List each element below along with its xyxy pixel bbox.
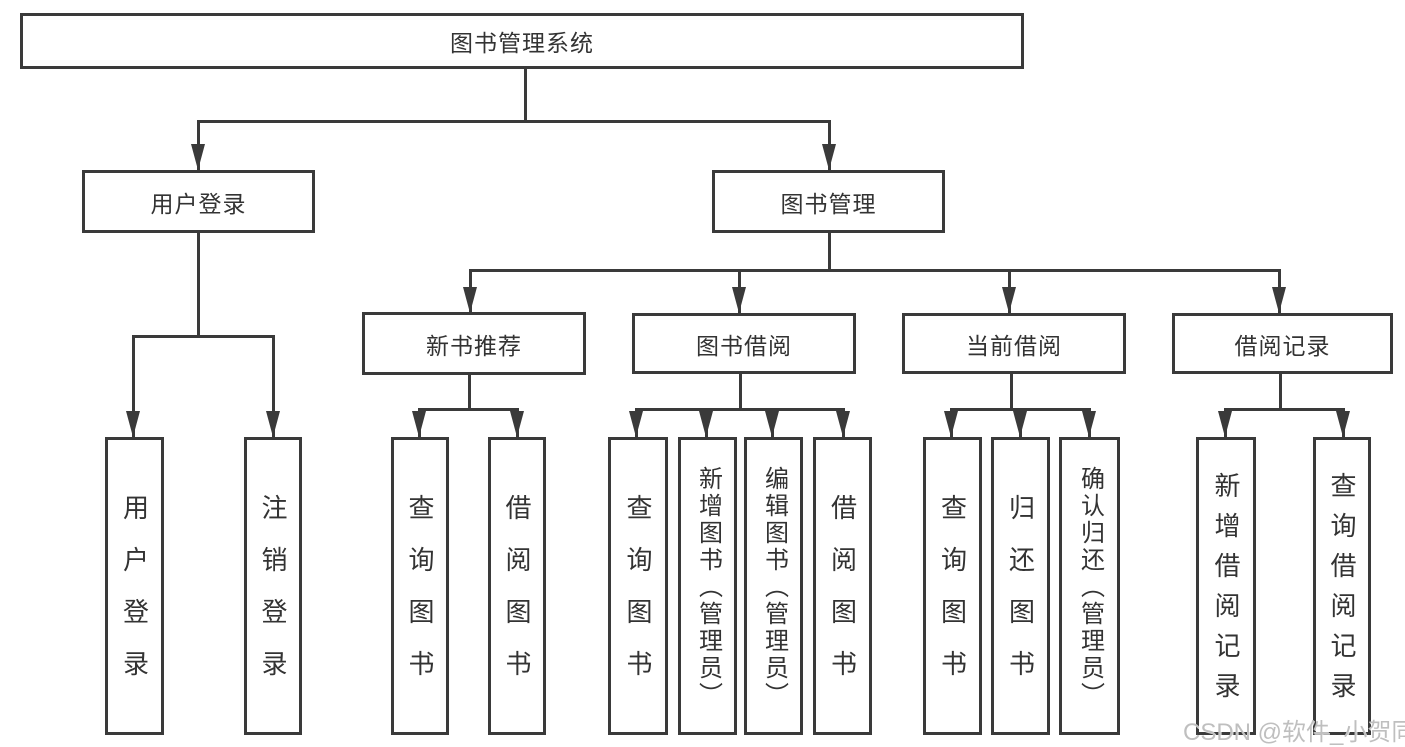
leaf-current-query-label: 查询图书: [937, 494, 968, 702]
leaf-borrow-query-label: 查询图书: [623, 494, 653, 702]
node-current-borrow-label: 当前借阅: [966, 332, 1062, 359]
connector-borrowrecords-horizontal: [1224, 408, 1345, 411]
arrowhead-login-leaf: [126, 411, 140, 437]
arrowhead-borrow-records: [1272, 287, 1286, 313]
arrowhead-current-borrow: [1002, 287, 1016, 313]
arrowhead-logout-leaf: [266, 411, 280, 437]
arrowhead-c3: [765, 411, 779, 437]
leaf-current-confirm: 确认归还（管理员）: [1059, 437, 1120, 735]
leaf-borrow-add-label: 新增图书（管理员）: [694, 466, 722, 709]
leaf-user-login: 用户登录: [105, 437, 164, 735]
leaf-current-return-label: 归还图书: [1005, 494, 1036, 702]
node-root-label: 图书管理系统: [450, 30, 594, 56]
leaf-newbooks-borrow-label: 借阅图书: [502, 494, 532, 702]
arrowhead-d1: [944, 411, 958, 437]
connector-newbooks-stem: [468, 374, 471, 410]
node-user-login-label: 用户登录: [150, 190, 247, 217]
leaf-current-confirm-label: 确认归还（管理员）: [1076, 466, 1104, 709]
connector-drop-logout-leaf: [272, 335, 275, 437]
leaf-records-query-label: 查询借阅记录: [1327, 472, 1357, 712]
arrowhead-b1: [412, 411, 426, 437]
arrowhead-c4: [836, 411, 850, 437]
arrowhead-d2: [1013, 411, 1027, 437]
arrowhead-c2: [699, 411, 713, 437]
connector-bookmgmt-stem: [828, 233, 831, 271]
connector-userlogin-stem: [197, 233, 200, 337]
leaf-borrow-borrow: 借阅图书: [813, 437, 872, 735]
connector-root-stem: [524, 69, 527, 122]
arrowhead-c1: [629, 411, 643, 437]
leaf-current-query: 查询图书: [923, 437, 982, 735]
connector-bookborrow-stem: [739, 374, 742, 410]
watermark: CSDN @软件_小贺同学: [1183, 719, 1405, 746]
connector-borrowrecords-stem: [1279, 374, 1282, 410]
connector-userlogin-horizontal: [132, 335, 275, 338]
leaf-records-add: 新增借阅记录: [1196, 437, 1256, 735]
connector-bookborrow-horizontal: [635, 408, 845, 411]
leaf-records-query: 查询借阅记录: [1313, 437, 1371, 735]
leaf-borrow-edit: 编辑图书（管理员）: [744, 437, 803, 735]
node-new-books: 新书推荐: [362, 312, 586, 375]
arrowhead-book-borrow: [732, 287, 746, 313]
node-new-books-label: 新书推荐: [426, 332, 522, 359]
node-borrow-records-label: 借阅记录: [1234, 332, 1331, 359]
connector-newbooks-horizontal: [418, 408, 519, 411]
arrowhead-d3: [1082, 411, 1096, 437]
leaf-user-login-label: 用户登录: [119, 494, 150, 702]
connector-drop-login-leaf: [132, 335, 135, 437]
node-current-borrow: 当前借阅: [902, 313, 1126, 374]
arrowhead-b2: [510, 411, 524, 437]
connector-bookmgmt-horizontal: [469, 269, 1281, 272]
leaf-records-add-label: 新增借阅记录: [1211, 472, 1241, 712]
node-borrow-records: 借阅记录: [1172, 313, 1393, 374]
arrowhead-user-login: [191, 144, 205, 170]
arrowhead-book-mgmt: [822, 144, 836, 170]
node-book-mgmt: 图书管理: [712, 170, 945, 233]
arrowhead-new-books: [463, 287, 477, 313]
connector-root-horizontal: [197, 120, 831, 123]
node-user-login: 用户登录: [82, 170, 315, 233]
leaf-logout: 注销登录: [244, 437, 302, 735]
leaf-newbooks-query-label: 查询图书: [405, 494, 435, 702]
node-book-borrow-label: 图书借阅: [696, 332, 792, 359]
arrowhead-e1: [1218, 411, 1232, 437]
connector-currentborrow-stem: [1010, 374, 1013, 410]
arrowhead-e2: [1336, 411, 1350, 437]
leaf-borrow-query: 查询图书: [608, 437, 668, 735]
leaf-logout-label: 注销登录: [258, 494, 288, 702]
node-book-borrow: 图书借阅: [632, 313, 856, 374]
leaf-newbooks-borrow: 借阅图书: [488, 437, 546, 735]
leaf-borrow-edit-label: 编辑图书（管理员）: [760, 466, 788, 709]
leaf-borrow-borrow-label: 借阅图书: [827, 494, 858, 702]
leaf-borrow-add: 新增图书（管理员）: [678, 437, 737, 735]
node-root: 图书管理系统: [20, 13, 1024, 69]
leaf-newbooks-query: 查询图书: [391, 437, 449, 735]
node-book-mgmt-label: 图书管理: [780, 190, 877, 217]
leaf-current-return: 归还图书: [991, 437, 1050, 735]
